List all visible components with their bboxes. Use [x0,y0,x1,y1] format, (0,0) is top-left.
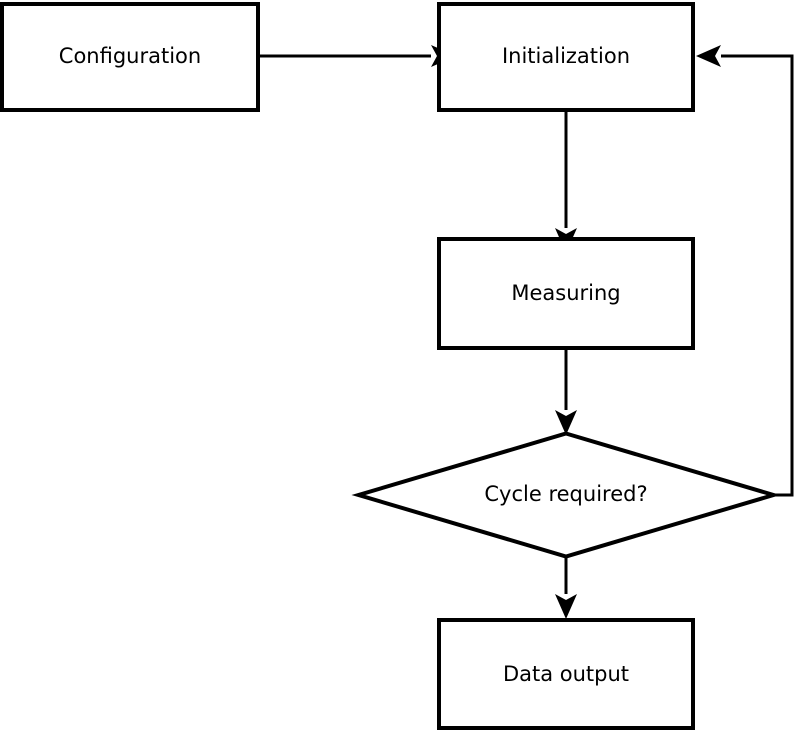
edge-configuration-to-initialization [258,45,456,67]
node-initialization-box[interactable] [437,2,695,112]
node-cycle-required[interactable]: Cycle required? [351,431,781,559]
node-measuring-box[interactable] [437,237,695,350]
node-data-output-box[interactable] [437,618,695,730]
node-configuration-label: Configuration [59,44,201,68]
edge-cycle-required-to-data-output [555,556,577,619]
edge-initialization-to-measuring [555,110,577,253]
edge-measuring-to-cycle-required [555,348,577,435]
node-configuration-box[interactable] [0,2,260,112]
nodes-layer: Configuration Initialization Measuring C… [0,2,781,730]
node-cycle-required-diamond[interactable] [351,431,781,559]
node-initialization[interactable]: Initialization [437,2,695,112]
node-initialization-label: Initialization [502,44,630,68]
arrowhead-icon [555,594,577,619]
node-data-output[interactable]: Data output [437,618,695,730]
node-cycle-required-label: Cycle required? [484,482,647,506]
arrowhead-icon [696,45,721,67]
node-data-output-label: Data output [503,662,629,686]
edge-line-feedback-loop [721,54,794,497]
node-measuring-label: Measuring [511,281,620,305]
node-configuration[interactable]: Configuration [0,2,260,112]
edge-cycle-required-to-initialization [696,45,794,497]
arrowhead-icon [555,410,577,435]
node-measuring[interactable]: Measuring [437,237,695,350]
